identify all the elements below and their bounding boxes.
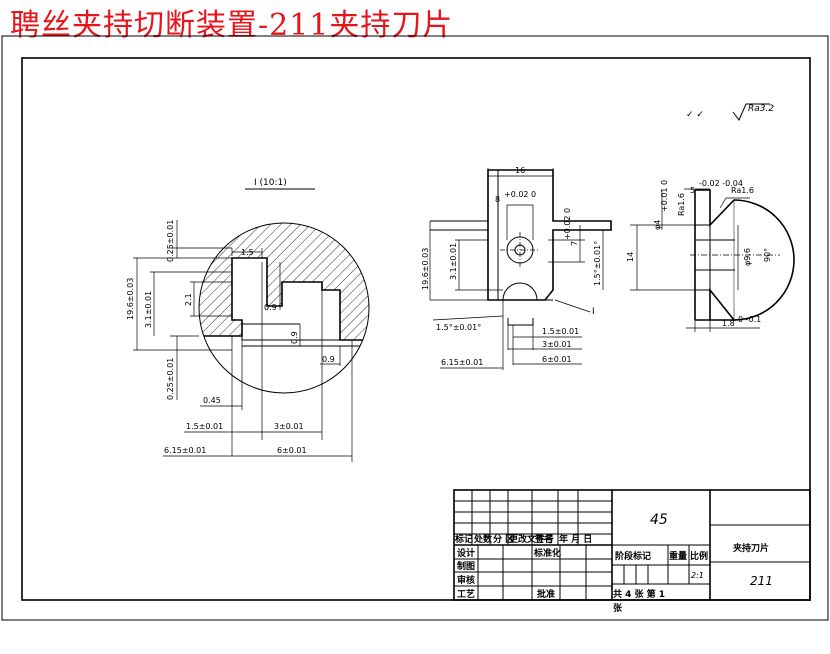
side-dim-1-8-tol: 0 -0.1 [738,315,761,324]
side-dim-4-tol: +0.01 0 [660,180,669,212]
front-dim-1-5-right: 1.5°±0.01° [593,241,602,286]
tb-hdr-2: 分 区 [493,533,514,545]
front-dim-8: 8 [495,195,500,204]
detail-dim-0-9-a: 0.9 [264,303,277,312]
title-block: 标记 处数 分 区 更改文件号 签名 年 月 日 设计 制图 审核 工艺 标准化… [453,489,811,614]
side-dim-5: 5 [690,186,695,195]
front-dim-7-tol: +0.02 0 [563,208,572,240]
detail-dim-0-25-bot: 0.25±0.01 [166,358,175,400]
front-dim-3: 3±0.01 [542,340,572,349]
side-dim-14: 14 [626,252,635,262]
detail-dim-0-25-top: 0.25±0.01 [166,220,175,262]
tb-hdr-0: 标记 [454,533,473,545]
tb-scale-label: 比例 [690,550,708,562]
tb-sheet-suffix: 张 [613,602,623,614]
detail-dim-2-1: 2.1 [184,293,193,306]
tb-std-label: 标准化 [533,547,561,559]
tb-hdr-3: 更改文件号 [509,533,554,545]
side-hatch [694,224,711,291]
tb-scale-value: 2:1 [691,571,704,580]
detail-dim-19-6: 19.6±0.03 [126,278,135,320]
detail-dim-6-15: 6.15±0.01 [164,446,206,455]
detail-view-label: I (10:1) [254,178,287,188]
front-dim-16: 16 [515,166,525,175]
tb-stage-label: 阶段标记 [615,550,651,562]
front-view: I 16 8 +0.02 0 7 +0.02 0 1.5°±0.01° 19.6… [421,166,612,370]
side-dim-90: 90° [763,248,772,262]
detail-dim-6: 6±0.01 [277,446,307,455]
tb-material: 45 [650,512,668,528]
detail-dim-3-1: 3.1±0.01 [144,291,153,328]
roughness-note: ✓ ✓ Ra3.2 [686,103,774,121]
detail-dim-3: 3±0.01 [274,422,304,431]
tb-sheet-info: 共 4 张 第 1 [613,588,665,600]
tb-drawing-no: 211 [750,574,773,588]
detail-dim-0-9-c: 0.9 [322,355,335,364]
front-dim-6-15: 6.15±0.01 [441,358,483,367]
tb-part-name: 夹持刀片 [733,542,769,554]
side-dim-ra: Ra1.6 [731,186,754,195]
outer-border [1,35,829,621]
side-dim-5-tol: -0.02 -0.04 [699,179,743,188]
roughness-symbols: ✓ ✓ [686,110,704,120]
side-view: 5 -0.02 -0.04 φ4 +0.01 0 Ra1.6 Ra1.6 14 … [626,179,795,332]
tb-approve-label: 批准 [537,588,555,600]
detail-circle [198,222,370,394]
tb-hdr-4: 签名 [534,533,553,545]
front-dim-19-6: 19.6±0.03 [421,248,430,290]
front-dim-1-5: 1.5±0.01 [542,327,579,336]
banner-title: 聘丝夹持切断装置-211夹持刀片 [10,8,454,43]
side-dim-ra-left: Ra1.6 [677,193,686,216]
detail-dim-0-9-b: 0.9 [290,331,299,344]
detail-dim-1-5: 1.5 [241,248,254,257]
drawing-frame [21,57,811,601]
roughness-value: Ra3.2 [748,104,774,114]
tb-role-design: 设计 [457,547,475,559]
tb-role-check: 审核 [457,574,475,586]
detail-dim-0-45: 0.45 [203,396,221,405]
tb-role-draw: 制图 [457,560,475,572]
front-dim-8-tol: +0.02 0 [504,190,536,199]
front-dim-1-5-left: 1.5°±0.01° [436,323,481,332]
detail-dim-1-5-b: 1.5±0.01 [186,422,223,431]
tb-weight-label: 重量 [669,550,687,562]
tb-hdr-5: 年 月 日 [559,533,592,545]
front-dim-3-1: 3.1±0.01 [449,243,458,280]
front-dim-6: 6±0.01 [542,355,572,364]
detail-view: I (10:1) 1.5 0.9 0.9 0.9 2.1 [126,178,370,462]
detail-hatch [199,223,369,340]
side-dim-1-8: 1.8 [722,319,735,328]
side-dim-9-6: φ9.6 [743,248,752,266]
tb-role-process: 工艺 [457,588,475,600]
front-section-mark: I [592,307,595,317]
tb-hdr-1: 处数 [473,533,493,545]
front-dim-7: 7 [570,241,579,246]
